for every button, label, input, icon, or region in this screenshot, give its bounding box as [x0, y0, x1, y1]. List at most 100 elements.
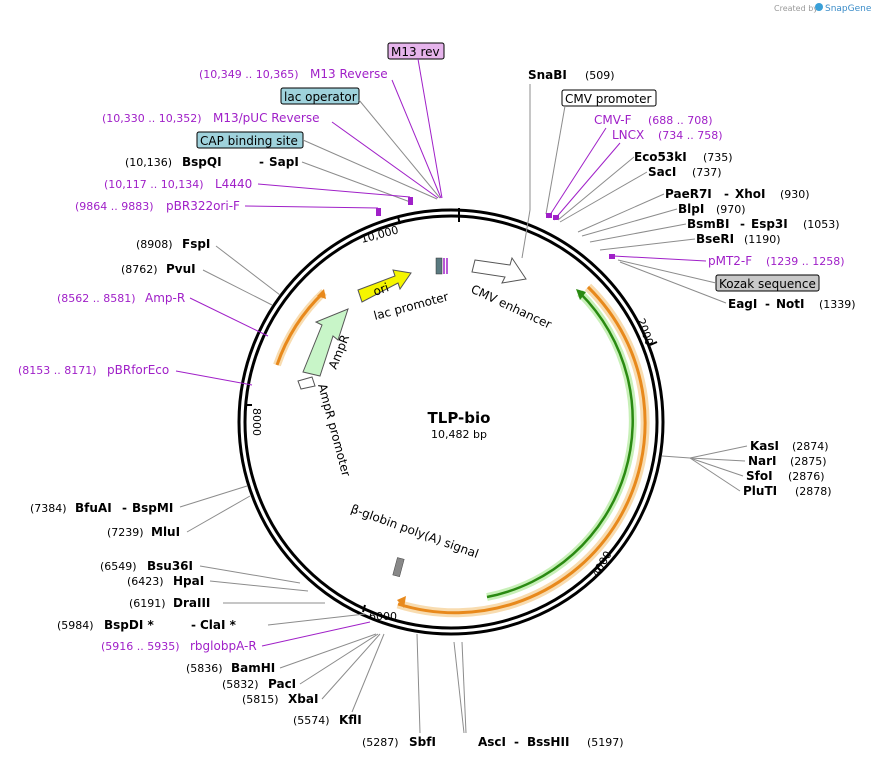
cap-binding-label: CAP binding site [200, 134, 298, 148]
ori-arrow [357, 269, 412, 303]
rbglobpa-pos: (5916 .. 5935) [101, 640, 180, 653]
bspqi-name: BspQI [182, 155, 222, 169]
bamhi-leader [279, 633, 377, 669]
kasi-leader [689, 445, 748, 459]
l4440-mark [408, 197, 413, 205]
mlui-pos: (7239) [107, 526, 144, 539]
sapi-name: SapI [269, 155, 299, 169]
snapgene-logo-icon [815, 3, 823, 11]
hpai-leader [209, 580, 309, 592]
cmv-f-leader [547, 127, 607, 219]
pbr322ori-leader [244, 205, 379, 209]
esp3i-name: Esp3I [751, 217, 788, 231]
lac-operator-label: lac operator [284, 90, 357, 104]
cap-binding-leader [302, 139, 438, 200]
polya-label: β-globin poly(A) signal [349, 502, 481, 561]
kfli-leader [351, 633, 385, 713]
rbglobpa-name: rbglobpA-R [190, 639, 257, 653]
tick-4000 [595, 565, 603, 573]
pmt2-f-name: pMT2-F [708, 254, 752, 268]
eagi-pos: (1339) [819, 298, 856, 311]
eagi-leader [619, 261, 727, 304]
tick-label-6000: 6000 [369, 610, 397, 623]
mlui-name: MluI [151, 525, 180, 539]
bspdi-pos: (5984) [57, 619, 94, 632]
bsshii-leader [461, 641, 467, 734]
green-feature [486, 292, 634, 599]
paer7i-leader [577, 193, 665, 233]
paer7i-pos: (930) [780, 188, 810, 201]
eco53ki-leader [557, 156, 635, 221]
tick-10000 [397, 216, 401, 225]
bseri-name: BseRI [696, 232, 734, 246]
cmv-promoter-box [561, 89, 657, 107]
cmv-f-name: CMV-F [594, 113, 632, 127]
rbglobpa-leader [261, 621, 371, 647]
asci-name: AscI [478, 735, 506, 749]
bspdi-sep: - [191, 618, 196, 632]
asci-sep: - [514, 735, 519, 749]
cmv-promoter-leader [545, 105, 566, 215]
tick-label-8000: 8000 [250, 408, 263, 436]
sfoi-pos: (2876) [788, 470, 825, 483]
sbfi-pos: (5287) [362, 736, 399, 749]
kfli-pos: (5574) [293, 714, 330, 727]
l4440-name: L4440 [215, 177, 252, 191]
noti-name: NotI [776, 297, 805, 311]
bsmbi-name: BsmBI [687, 217, 729, 231]
nari-leader [689, 457, 746, 462]
xbai-pos: (5815) [242, 693, 279, 706]
pvui-name: PvuI [166, 262, 196, 276]
saci-pos: (737) [692, 166, 722, 179]
bfuai-sep: - [122, 501, 127, 515]
ampr-promoter-arrow [297, 376, 316, 390]
amp-r-pos: (8562 .. 8581) [57, 292, 136, 305]
bamhi-name: BamHI [231, 661, 275, 675]
blpi-leader [581, 208, 678, 237]
xbai-leader [321, 633, 381, 700]
draiii-name: DraIII [173, 596, 210, 610]
pvui-pos: (8762) [121, 263, 158, 276]
bsshii-name: BssHII [527, 735, 569, 749]
m13-puc-leader [331, 121, 439, 199]
fspi-leader [215, 245, 281, 296]
bseri-pos: (1190) [744, 233, 781, 246]
bamhi-pos: (5836) [186, 662, 223, 675]
snapgene-brand: Created by SnapGene [774, 3, 872, 14]
bsmbi-sep: - [740, 217, 745, 231]
tick-6000 [362, 604, 366, 613]
pmt2-f-mark [609, 254, 615, 259]
blpi-name: BlpI [678, 202, 704, 216]
orange-feature-right [397, 285, 647, 615]
kozak-leader [617, 259, 717, 284]
bspmi-name: BspMI [132, 501, 173, 515]
plasmid-name: TLP-bio [428, 409, 491, 427]
fspi-pos: (8908) [136, 238, 173, 251]
eco53ki-name: Eco53kI [634, 150, 687, 164]
bspdi-leader [267, 613, 366, 626]
bspdi-name: BspDI * [104, 618, 154, 632]
hpai-name: HpaI [173, 574, 204, 588]
bsu36i-name: Bsu36I [147, 559, 193, 573]
lncx-mark [553, 215, 559, 220]
snabi-pos: (509) [585, 69, 615, 82]
pluti-name: PluTI [743, 484, 777, 498]
bsu36i-pos: (6549) [100, 560, 137, 573]
pluti-leader [689, 457, 741, 492]
sfoi-name: SfoI [746, 469, 773, 483]
eagi-sep: - [765, 297, 770, 311]
pbr322ori-pos: (9864 .. 9883) [75, 200, 154, 213]
cmv-promoter-label: CMV promoter [565, 92, 652, 106]
nari-pos: (2875) [790, 455, 827, 468]
lac-operator-box [280, 87, 360, 105]
saci-leader [559, 171, 648, 223]
lac-operator-leader [358, 99, 441, 199]
pbrforeco-name: pBRforEco [107, 363, 169, 377]
lncx-name: LNCX [612, 128, 644, 142]
blpi-pos: (970) [716, 203, 746, 216]
sbfi-name: SbfI [409, 735, 436, 749]
draiii-pos: (6191) [129, 597, 166, 610]
orange-feature-left [275, 290, 326, 366]
bfuai-pos: (7384) [30, 502, 67, 515]
